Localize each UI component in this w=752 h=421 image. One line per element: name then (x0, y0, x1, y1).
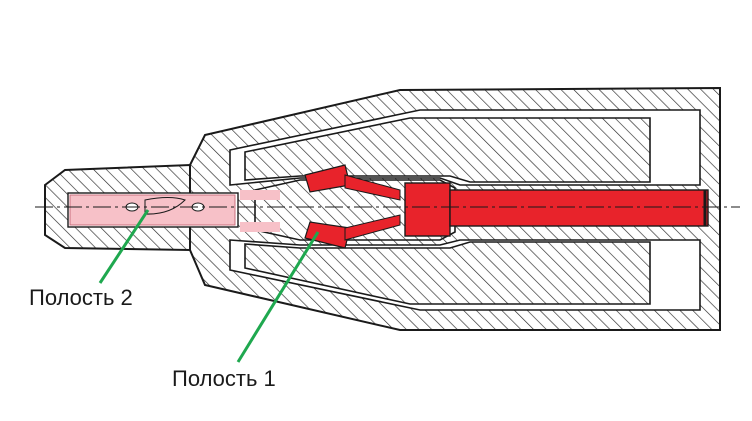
inner-sleeve (244, 117, 651, 305)
leader-line-cavity-2 (98, 209, 150, 284)
cavity-1-region (304, 164, 709, 249)
cavity-2-region (69, 190, 280, 232)
cavity-1-label: Полость 1 (172, 366, 276, 391)
leader-line-cavity-1 (236, 231, 320, 363)
cavity-2-label: Полость 2 (29, 285, 133, 310)
